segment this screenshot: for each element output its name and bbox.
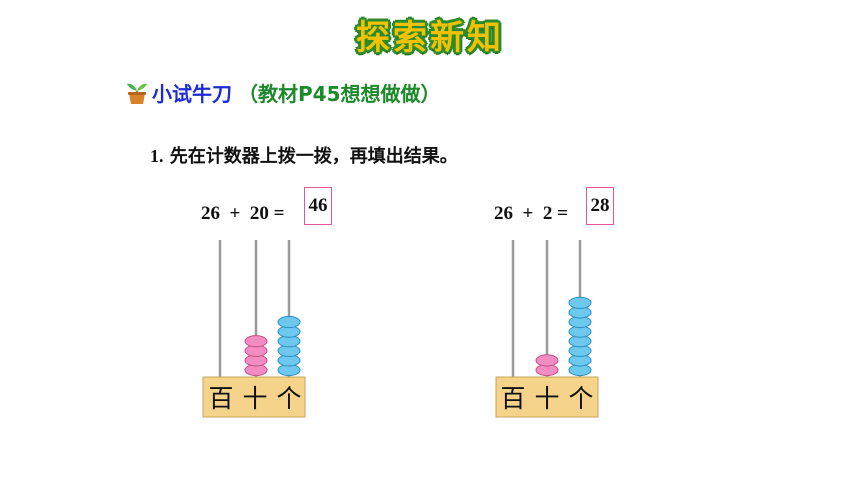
sprout-pot-icon <box>127 83 147 104</box>
place-label-ones: 个 <box>568 384 593 413</box>
abacus-2: 百 十 个 <box>495 240 599 418</box>
plus-sign: + <box>229 203 241 224</box>
answer-box-2[interactable]: 28 <box>586 187 614 225</box>
addend-2: 20 <box>249 203 269 224</box>
place-label-tens: 十 <box>534 384 559 413</box>
place-label-hundreds: 百 <box>500 384 525 413</box>
answer-box-1[interactable]: 46 <box>304 187 332 225</box>
addend-1: 26 <box>494 203 513 224</box>
plus-sign: + <box>522 203 534 224</box>
equals-sign: = <box>273 203 285 224</box>
question-1: 1. 先在计数器上拨一拨，再填出结果。 <box>150 142 458 168</box>
question-text: 先在计数器上拨一拨，再填出结果。 <box>169 146 458 167</box>
question-number: 1. <box>150 146 164 166</box>
bead[interactable] <box>244 335 268 348</box>
tens-beads[interactable] <box>535 354 559 377</box>
equation-1: 26 + 20 = <box>201 203 284 225</box>
place-label-ones: 个 <box>276 384 301 413</box>
tens-beads[interactable] <box>244 335 268 377</box>
bead[interactable] <box>535 354 559 367</box>
counter-base <box>202 376 306 418</box>
place-label-hundreds: 百 <box>208 384 233 413</box>
section-label: 小试牛刀 <box>152 81 232 106</box>
ones-beads[interactable] <box>277 315 301 377</box>
ones-beads[interactable] <box>568 296 592 377</box>
bead[interactable] <box>568 296 592 309</box>
textbook-reference: （教材P45想想做做） <box>238 81 441 106</box>
counter-base <box>495 376 599 418</box>
addend-2: 2 <box>542 203 553 224</box>
equation-2: 26 + 2 = <box>494 203 568 225</box>
addend-1: 26 <box>201 203 220 224</box>
abacus-1: 百 十 个 <box>202 240 306 418</box>
equals-sign: = <box>557 203 568 224</box>
place-label-tens: 十 <box>242 384 267 413</box>
section-heading: 小试牛刀 （教材P45想想做做） <box>126 78 441 106</box>
page-title: 探索新知 <box>356 18 504 58</box>
bead[interactable] <box>277 315 301 329</box>
